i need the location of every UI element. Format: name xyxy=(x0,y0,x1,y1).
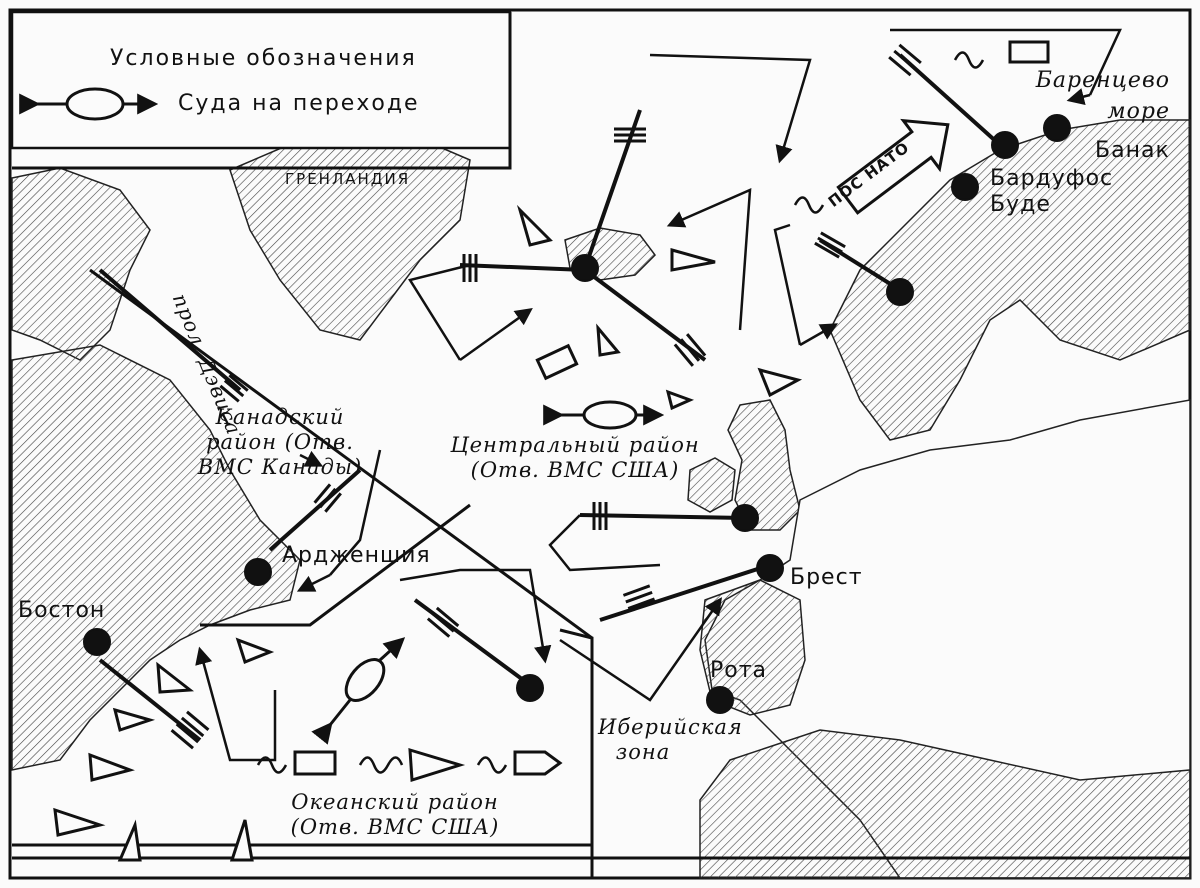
base-bardufoss xyxy=(991,131,1019,159)
escort-triangles xyxy=(53,204,803,862)
convoy-routes xyxy=(195,28,1122,762)
base-argentia xyxy=(244,558,272,586)
label-oceanic-zone: Океанский район (Отв. ВМС США) xyxy=(290,790,500,840)
label-bodo: Буде xyxy=(990,192,1051,217)
label-barents-sea: Баренцево море xyxy=(1035,68,1170,124)
label-bardufoss: Бардуфос xyxy=(990,166,1114,191)
ship-iceland-north xyxy=(614,127,646,143)
label-rota: Рота xyxy=(710,658,768,683)
ship-mid-atlantic xyxy=(426,606,460,638)
land-iberia xyxy=(699,579,806,716)
legend-title: Условные обозначения xyxy=(110,46,417,71)
land-north-africa xyxy=(699,729,1191,879)
base-iceland xyxy=(571,254,599,282)
label-central-zone: Центральный район (Отв. ВМС США) xyxy=(450,433,700,483)
land-canadian-arctic xyxy=(11,167,151,361)
base-banak xyxy=(1043,114,1071,142)
base-britain xyxy=(731,504,759,532)
base-boston xyxy=(83,628,111,656)
label-argentia: Ардженшия xyxy=(282,543,431,568)
ship-barents xyxy=(888,43,922,77)
ship-iceland-west xyxy=(462,254,478,282)
transit-symbols-map xyxy=(311,400,665,745)
ship-iceland-se xyxy=(673,333,707,367)
ship-canadian xyxy=(219,374,249,403)
label-boston: Бостон xyxy=(18,598,106,623)
base-norway xyxy=(886,278,914,306)
transit-ship-symbol xyxy=(19,87,159,121)
land-ireland xyxy=(687,457,736,513)
land-scandinavia xyxy=(829,119,1191,441)
base-markers xyxy=(83,114,1071,714)
ship-argentia-route xyxy=(313,483,342,513)
label-greenland: ГРЕНЛАНДИЯ xyxy=(285,170,411,188)
ship-brest-route xyxy=(622,584,656,610)
label-banak: Банак xyxy=(1095,138,1170,163)
base-brest xyxy=(756,554,784,582)
base-bodo xyxy=(951,173,979,201)
ship-norway xyxy=(814,231,846,259)
vessel-symbols xyxy=(293,40,1050,776)
base-rota xyxy=(706,686,734,714)
ship-boston-route xyxy=(170,710,210,750)
land-masses xyxy=(11,119,1191,879)
wake-lines xyxy=(256,51,985,774)
land-north-america xyxy=(11,344,301,771)
nato-arrow xyxy=(836,118,950,215)
ship-symbols xyxy=(170,43,922,750)
base-mid-atlantic xyxy=(516,674,544,702)
ship-britain-route xyxy=(592,502,608,530)
legend-box xyxy=(10,10,512,150)
legend-transit-label: Суда на переходе xyxy=(178,91,420,116)
label-iberian-zone: Иберийская зона xyxy=(598,715,743,765)
land-greenland xyxy=(229,129,471,341)
label-canadian-zone: Канадский район (Отв. ВМС Канады) xyxy=(197,405,363,480)
land-great-britain xyxy=(727,399,801,531)
label-brest: Брест xyxy=(790,565,863,590)
